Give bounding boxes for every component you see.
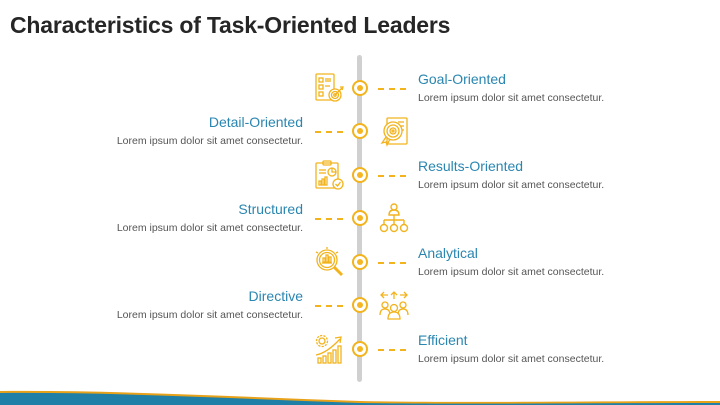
item-heading: Results-Oriented <box>418 158 524 174</box>
characteristic-item: Results-Oriented Lorem ipsum dolor sit a… <box>418 158 658 191</box>
team-direction-icon <box>378 289 410 321</box>
characteristic-item: Structured Lorem ipsum dolor sit amet co… <box>63 201 303 234</box>
item-heading: Efficient <box>418 332 468 348</box>
characteristic-item: Detail-Oriented Lorem ipsum dolor sit am… <box>63 114 303 147</box>
footer-wave <box>0 390 720 405</box>
item-heading: Directive <box>248 288 303 304</box>
item-description: Lorem ipsum dolor sit amet consectetur. <box>418 353 605 365</box>
timeline-node <box>352 341 368 357</box>
characteristic-item: Efficient Lorem ipsum dolor sit amet con… <box>418 332 658 365</box>
item-description: Lorem ipsum dolor sit amet consectetur. <box>418 266 605 278</box>
item-description: Lorem ipsum dolor sit amet consectetur. <box>116 222 303 234</box>
item-description: Lorem ipsum dolor sit amet consectetur. <box>418 179 605 191</box>
item-heading: Structured <box>238 201 303 217</box>
timeline-node <box>352 123 368 139</box>
timeline-node <box>352 254 368 270</box>
connector-dash <box>315 131 343 133</box>
item-description: Lorem ipsum dolor sit amet consectetur. <box>116 309 303 321</box>
item-heading: Analytical <box>418 245 478 261</box>
page-title: Characteristics of Task-Oriented Leaders <box>10 12 451 38</box>
connector-dash <box>378 349 406 351</box>
item-description: Lorem ipsum dolor sit amet consectetur. <box>116 135 303 147</box>
connector-dash <box>315 305 343 307</box>
connector-dash <box>378 262 406 264</box>
org-chart-icon <box>378 202 410 234</box>
characteristic-item: Goal-Oriented Lorem ipsum dolor sit amet… <box>418 71 658 104</box>
magnifier-chart-icon <box>313 246 345 278</box>
item-description: Lorem ipsum dolor sit amet consectetur. <box>418 92 605 104</box>
characteristic-item: Directive Lorem ipsum dolor sit amet con… <box>63 288 303 321</box>
checklist-target-icon <box>313 72 345 104</box>
characteristic-item: Analytical Lorem ipsum dolor sit amet co… <box>418 245 658 278</box>
gear-growth-icon <box>313 333 345 365</box>
document-gear-icon <box>378 115 410 147</box>
connector-dash <box>378 88 406 90</box>
connector-dash <box>378 175 406 177</box>
timeline-node <box>352 210 368 226</box>
item-heading: Detail-Oriented <box>208 114 303 130</box>
item-heading: Goal-Oriented <box>418 71 506 87</box>
timeline-node <box>352 167 368 183</box>
timeline-node <box>352 80 368 96</box>
timeline-node <box>352 297 368 313</box>
report-chart-check-icon <box>313 159 345 191</box>
connector-dash <box>315 218 343 220</box>
